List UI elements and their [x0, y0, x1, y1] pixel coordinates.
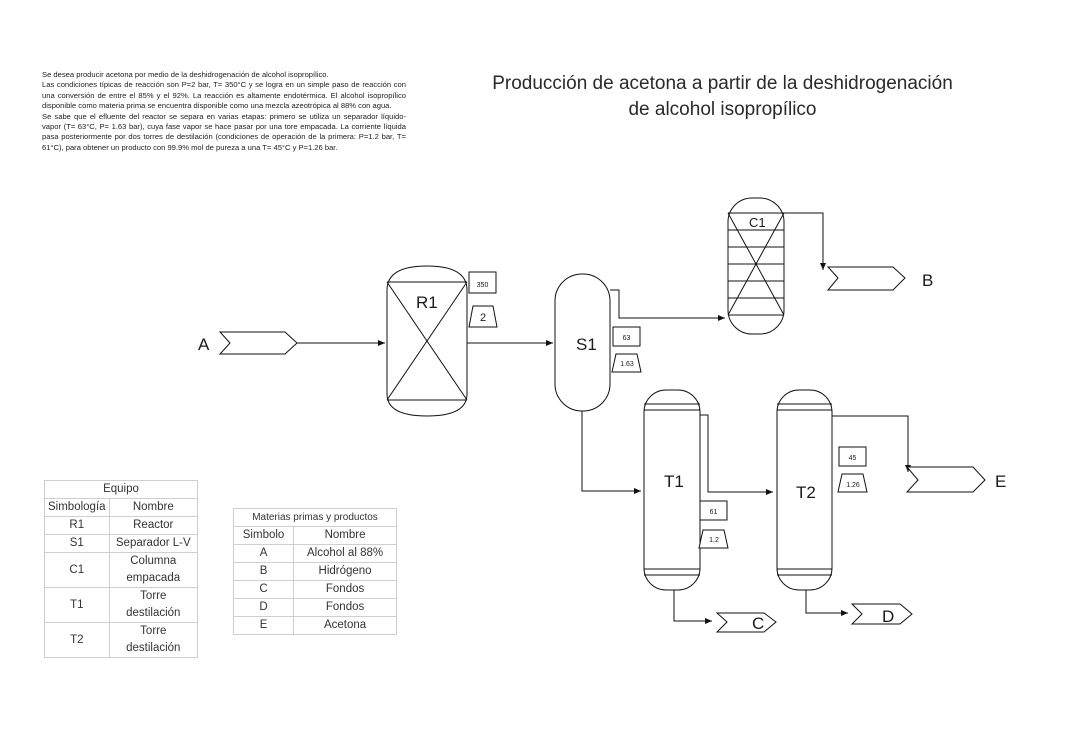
- t1-pressure: 1.2: [709, 537, 719, 544]
- line-t1-to-c: [673, 590, 712, 624]
- equipment-name: Separador L-V: [108, 534, 199, 553]
- material-name: Alcohol al 88%: [293, 544, 397, 563]
- table-row: B Hidrógeno: [232, 562, 397, 581]
- s1-pressure: 1.63: [620, 361, 634, 368]
- stream-a-label: A: [198, 335, 210, 354]
- c1-label: C1: [749, 215, 766, 230]
- problem-description: Se desea producir acetona por medio de l…: [42, 70, 406, 153]
- material-symbol: B: [232, 562, 295, 581]
- description-paragraph-3: Se sabe que el efluente del reactor se s…: [42, 111, 406, 152]
- material-name: Hidrógeno: [293, 562, 397, 581]
- stream-b-label: B: [922, 271, 933, 290]
- table-row: T2 Torre destilación: [44, 622, 199, 658]
- t2-label: T2: [796, 483, 816, 502]
- material-name: Acetona: [293, 616, 397, 635]
- reactor-r1: [386, 265, 468, 417]
- t1-temperature: 61: [710, 509, 718, 516]
- material-symbol: C: [232, 580, 295, 599]
- t1-pressure-gauge: [698, 529, 729, 549]
- s1-pressure-gauge: [611, 353, 642, 373]
- equipment-name: Reactor: [108, 516, 199, 535]
- stream-d-chevron: [850, 603, 913, 625]
- t1-label: T1: [664, 472, 684, 491]
- equipment-symbol: S1: [44, 534, 110, 553]
- r1-temperature-box: [468, 271, 497, 294]
- title-line-1: Producción de acetona a partir de la des…: [492, 73, 953, 94]
- materials-header-name: Nombre: [293, 526, 397, 545]
- equipment-header-symbol: Simbología: [44, 498, 110, 517]
- table-row: C1 Columna empacada: [44, 552, 199, 588]
- description-paragraph-1: Se desea producir acetona por medio de l…: [42, 70, 329, 79]
- stream-c-chevron: [715, 612, 777, 633]
- stream-e-chevron: [905, 466, 986, 493]
- t2-pressure-gauge: [837, 473, 868, 493]
- stream-b-chevron: [826, 266, 906, 291]
- table-row: E Acetona: [232, 616, 397, 635]
- line-t2-to-e: [832, 415, 911, 472]
- table-row: R1 Reactor: [44, 516, 199, 535]
- t2-pressure: 1.26: [846, 482, 860, 489]
- materials-header-symbol: Simbolo: [232, 526, 295, 545]
- t2-temperature-box: [838, 446, 867, 467]
- line-c1-to-b: [784, 212, 826, 270]
- r1-pressure: 2: [480, 312, 486, 324]
- equipment-symbol: T2: [44, 622, 110, 658]
- material-symbol: D: [232, 598, 295, 617]
- table-row: A Alcohol al 88%: [232, 544, 397, 563]
- equipment-name: Torre destilación: [108, 622, 199, 658]
- equipment-symbol: R1: [44, 516, 110, 535]
- distillation-column-t2: [776, 389, 833, 591]
- equipment-table: Equipo Simbología Nombre R1 Reactor S1 S…: [44, 480, 199, 658]
- r1-pressure-gauge: [468, 305, 498, 328]
- distillation-column-t1: [643, 389, 701, 591]
- description-paragraph-2: Las condiciones típicas de reacción son …: [42, 80, 406, 111]
- stream-e-label: E: [995, 472, 1006, 491]
- r1-temperature: 350: [477, 282, 489, 289]
- stream-d-label: D: [882, 607, 894, 626]
- table-row: C Fondos: [232, 580, 397, 599]
- table-row: D Fondos: [232, 598, 397, 617]
- materials-table-title: Materias primas y productos: [233, 508, 397, 527]
- equipment-symbol: T1: [44, 587, 110, 623]
- r1-label: R1: [416, 293, 438, 312]
- s1-temperature-box: [612, 326, 641, 347]
- diagram-title: Producción de acetona a partir de la des…: [470, 71, 975, 123]
- line-s1-to-t1: [581, 411, 641, 494]
- t2-temperature: 45: [849, 455, 857, 462]
- equipment-table-title: Equipo: [44, 480, 198, 499]
- material-symbol: E: [232, 616, 295, 635]
- table-row: S1 Separador L-V: [44, 534, 199, 553]
- material-name: Fondos: [293, 598, 397, 617]
- material-name: Fondos: [293, 580, 397, 599]
- stream-c-label: C: [752, 614, 764, 633]
- equipment-symbol: C1: [44, 552, 110, 588]
- equipment-header-name: Nombre: [108, 498, 199, 517]
- t1-temperature-box: [699, 500, 728, 521]
- line-t2-to-d: [805, 590, 848, 616]
- packed-column-c1: [727, 197, 785, 335]
- equipment-name: Columna empacada: [108, 552, 199, 588]
- line-t1-to-t2: [700, 414, 773, 495]
- stream-a-chevron: [218, 331, 298, 355]
- materials-table: Materias primas y productos Simbolo Nomb…: [232, 508, 397, 635]
- table-row: T1 Torre destilación: [44, 587, 199, 623]
- s1-label: S1: [576, 335, 597, 354]
- material-symbol: A: [232, 544, 295, 563]
- title-line-2: de alcohol isopropílico: [628, 99, 817, 120]
- equipment-name: Torre destilación: [108, 587, 199, 623]
- s1-temperature: 63: [623, 335, 631, 342]
- line-s1-to-c1: [610, 289, 725, 321]
